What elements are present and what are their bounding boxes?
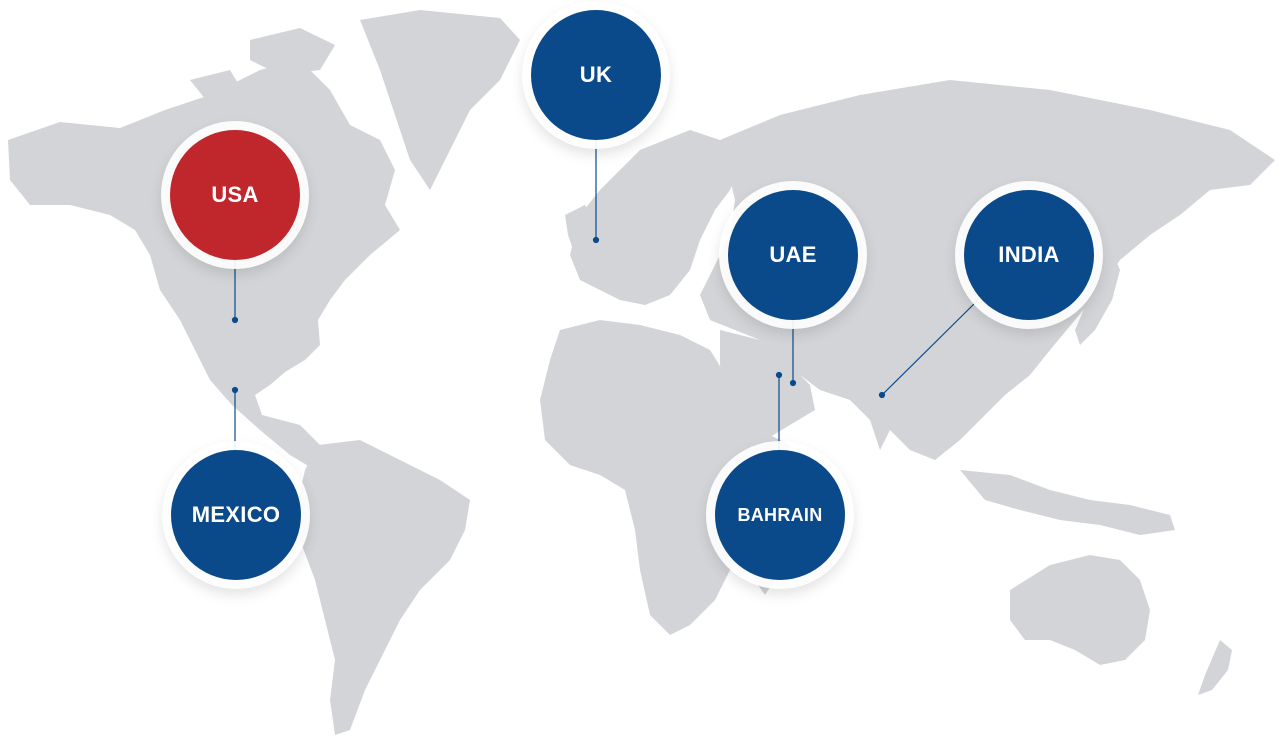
india-connector-line [881, 299, 979, 396]
japan-landmass [1075, 245, 1120, 345]
bahrain-marker[interactable]: BAHRAIN [715, 450, 845, 580]
southeast-asia-islands-landmass [960, 470, 1175, 535]
uae-location-dot [789, 379, 797, 387]
usa-marker[interactable]: USA [170, 130, 300, 260]
india-location-dot [878, 391, 886, 399]
mexico-marker[interactable]: MEXICO [171, 450, 301, 580]
africa-landmass [540, 320, 790, 635]
arctic-islands-landmass [190, 28, 335, 105]
australia-landmass [1010, 555, 1150, 665]
bahrain-location-dot [775, 371, 783, 379]
uk-marker[interactable]: UK [531, 10, 661, 140]
europe-landmass [570, 130, 740, 305]
india-marker[interactable]: INDIA [964, 190, 1094, 320]
mexico-location-dot [231, 386, 239, 394]
greenland-landmass [360, 10, 520, 190]
south-america-landmass [298, 440, 470, 735]
uk-location-dot [592, 236, 600, 244]
uae-marker[interactable]: UAE [728, 190, 858, 320]
usa-location-dot [231, 316, 239, 324]
british-isles-landmass [565, 205, 595, 255]
new-zealand-landmass [1198, 640, 1232, 695]
north-america-landmass [8, 60, 400, 470]
